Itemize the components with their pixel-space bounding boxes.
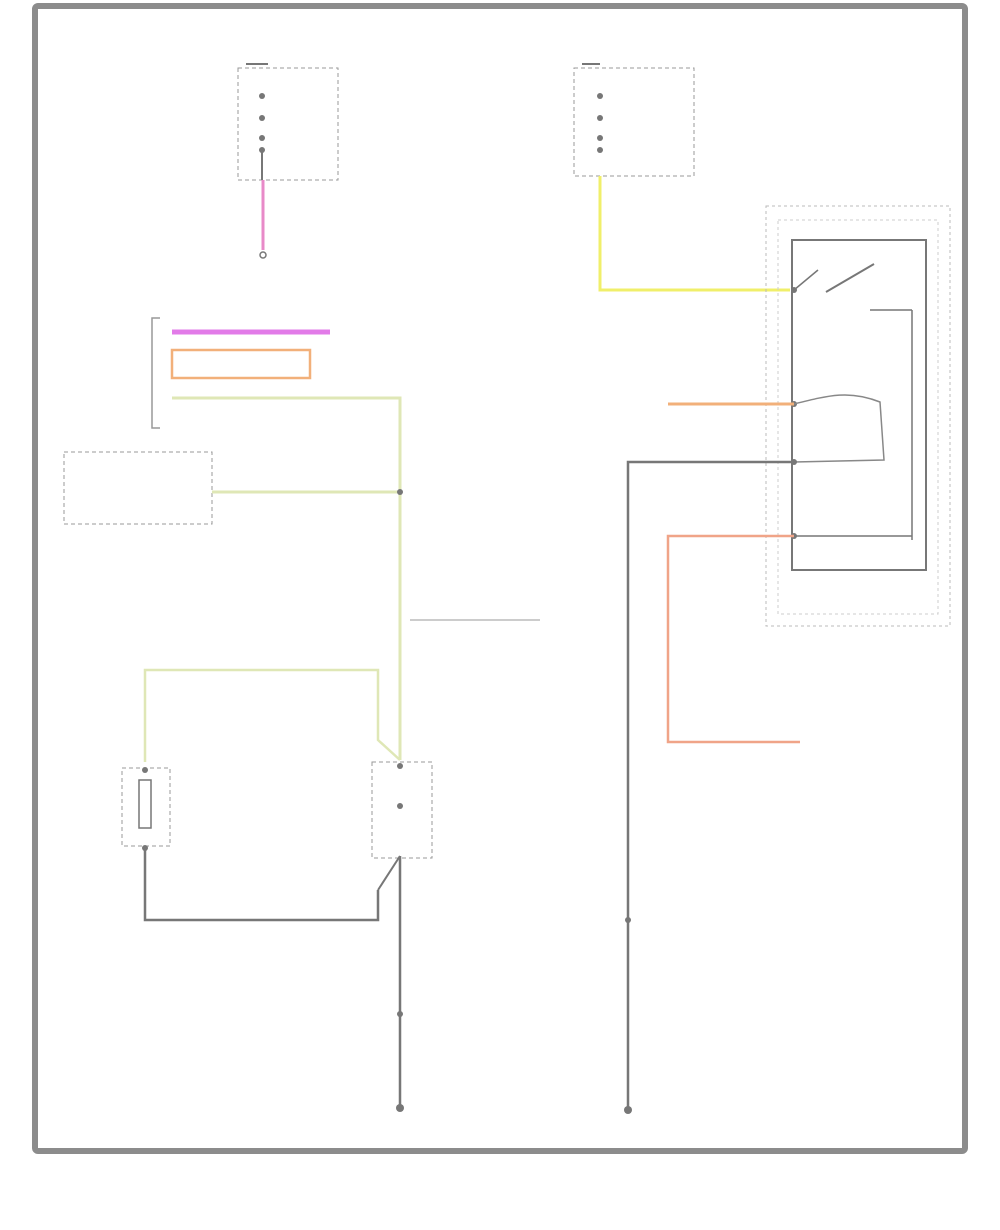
blower-relay — [765, 205, 951, 627]
motor-wire — [666, 534, 800, 744]
diagram-frame — [32, 3, 968, 1154]
connector-block — [151, 317, 402, 760]
sensor-section — [121, 668, 433, 1112]
control-box — [63, 451, 540, 621]
hot-switch — [573, 63, 790, 292]
relay-ground-wire — [626, 460, 794, 1112]
switch-component — [371, 761, 433, 859]
hot-wire — [598, 176, 790, 292]
ignition-switch — [237, 63, 339, 259]
